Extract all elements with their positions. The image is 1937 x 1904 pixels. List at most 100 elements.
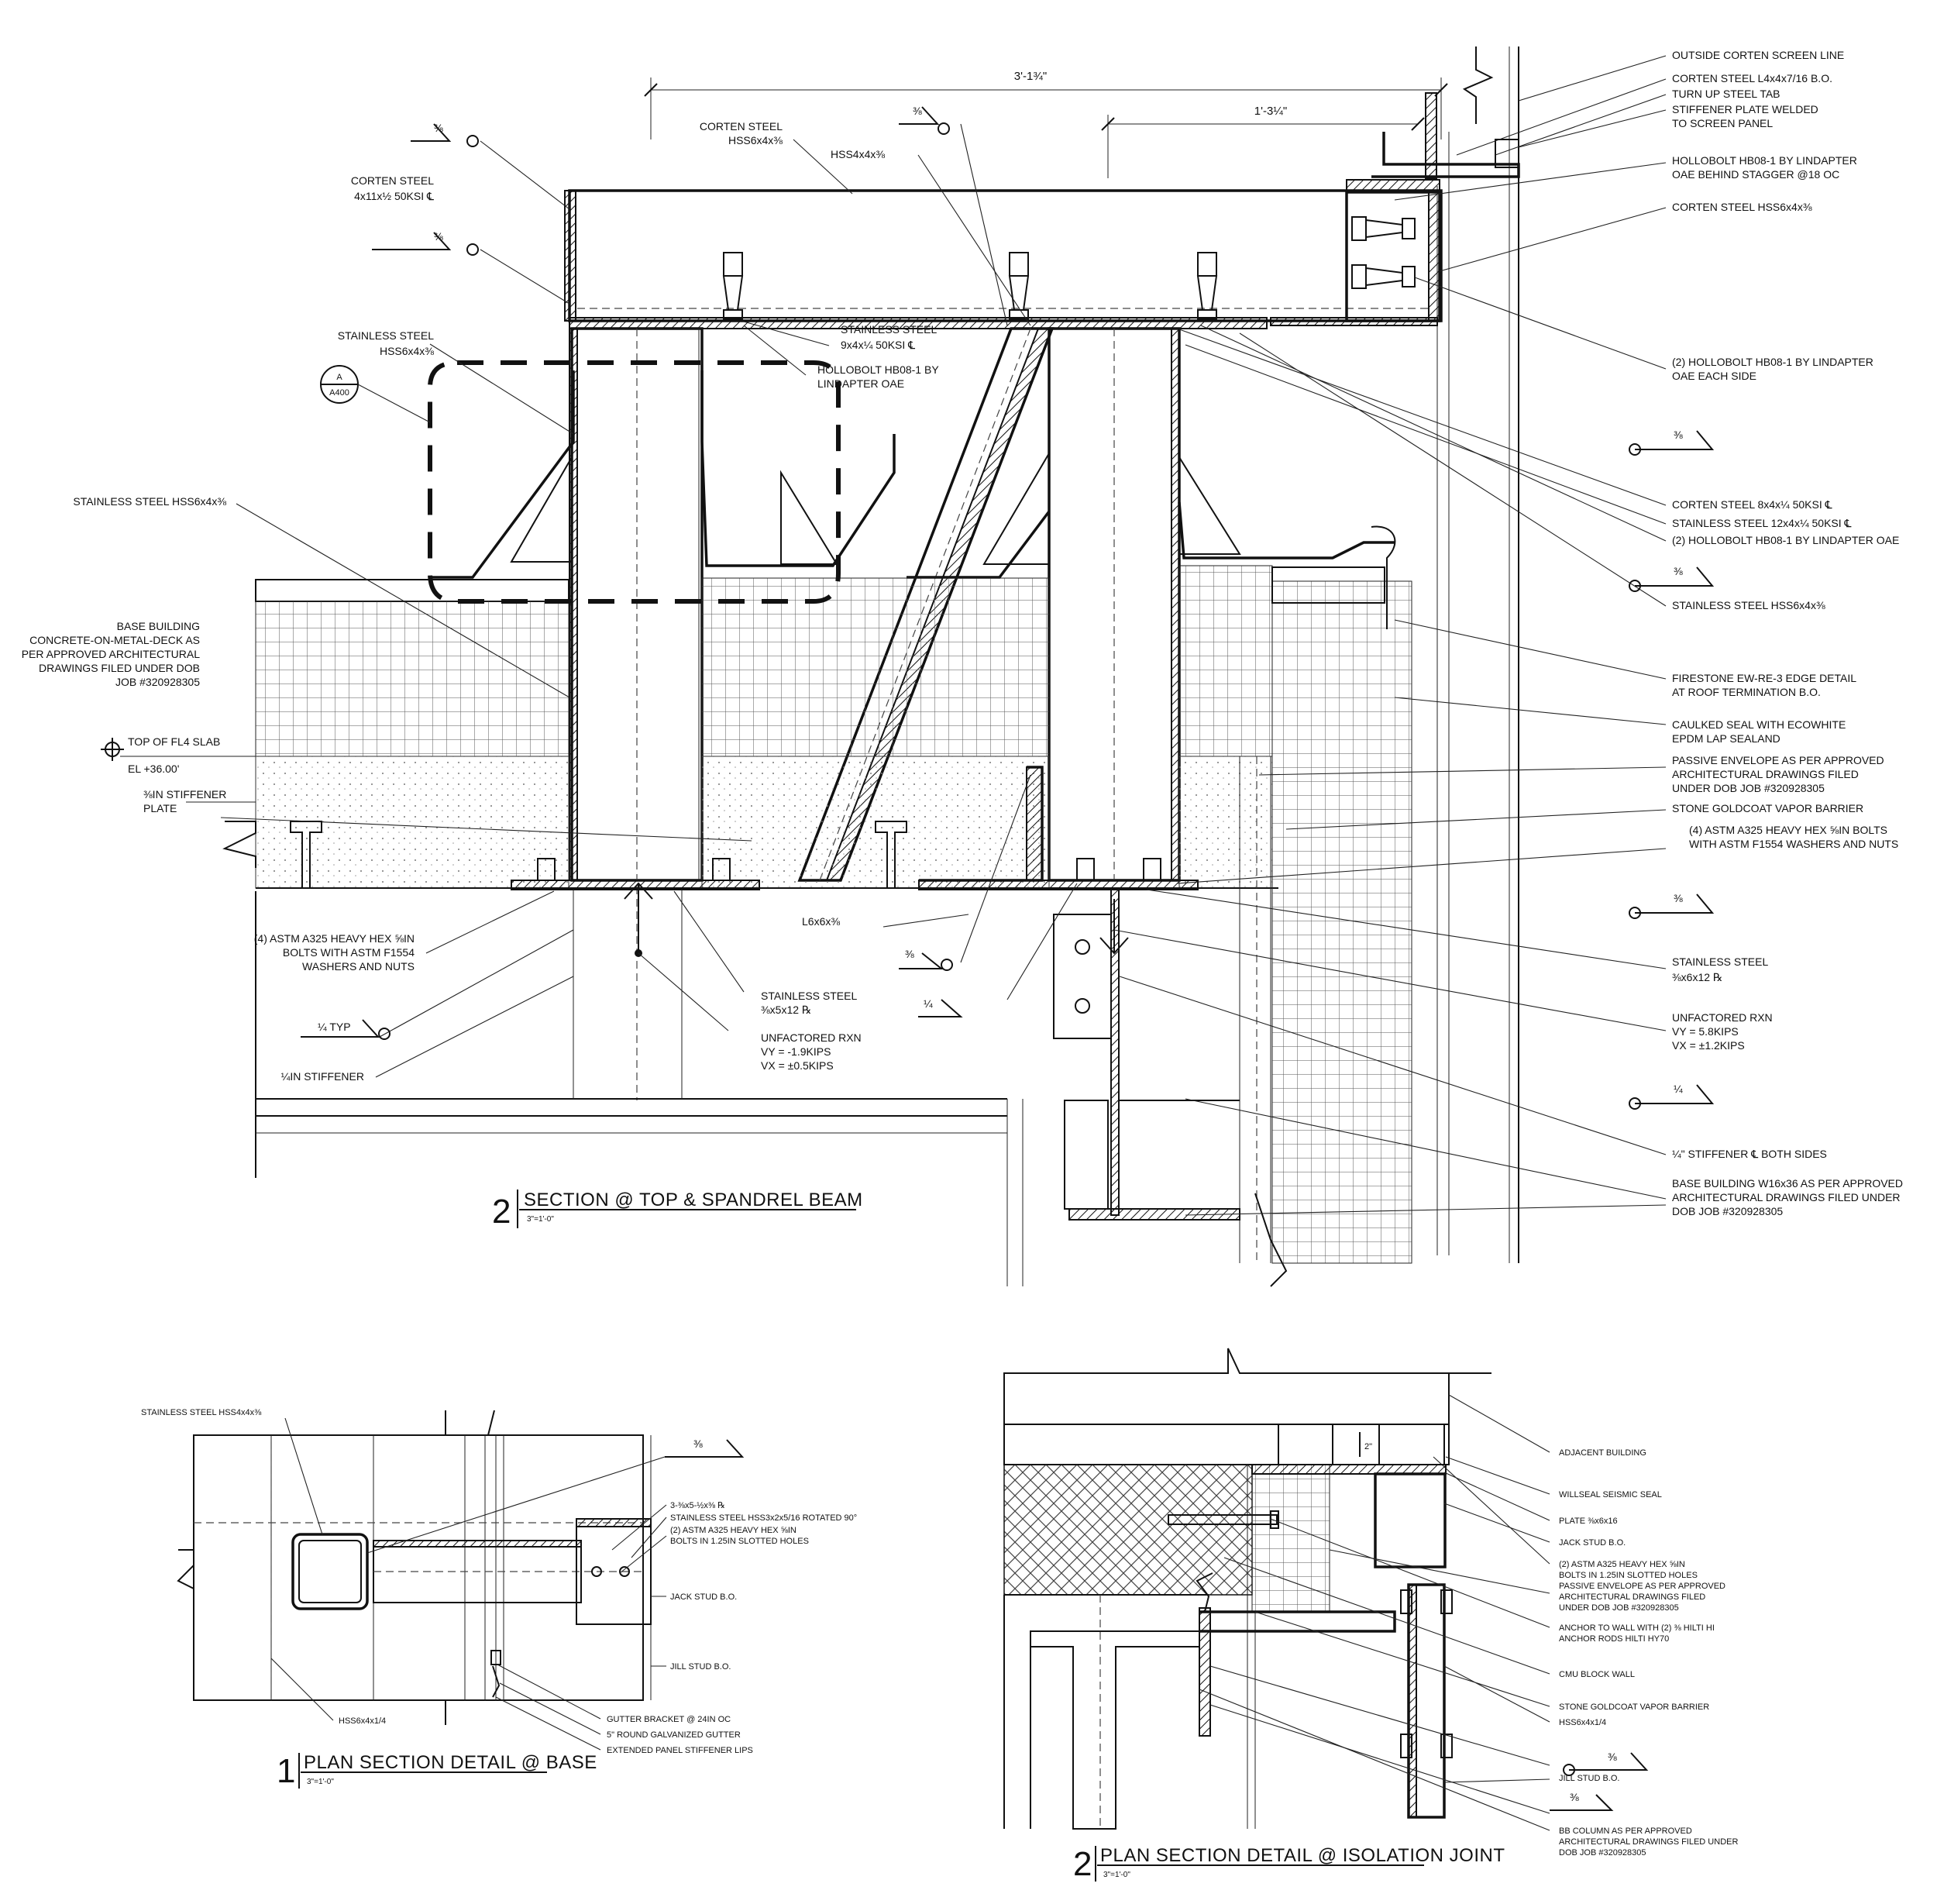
labels-base: STAINLESS STEEL HSS4x4x⅜ 3-⅜x5-½x⅜ ℞ STA…	[141, 1408, 857, 1755]
svg-text:BOLTS IN 1.25IN SLOTTED HOLES: BOLTS IN 1.25IN SLOTTED HOLES	[670, 1537, 809, 1546]
svg-text:PLATE ⅜x6x16: PLATE ⅜x6x16	[1559, 1517, 1618, 1526]
svg-text:BOLTS IN 1.25IN SLOTTED HOLES: BOLTS IN 1.25IN SLOTTED HOLES	[1559, 1571, 1698, 1580]
svg-text:5" ROUND GALVANIZED GUTTER: 5" ROUND GALVANIZED GUTTER	[607, 1730, 741, 1740]
passive-envelope	[1271, 580, 1412, 1264]
svg-text:JACK STUD B.O.: JACK STUD B.O.	[1559, 1538, 1626, 1548]
svg-text:BASE BUILDING W16x36 AS PER AP: BASE BUILDING W16x36 AS PER APPROVED	[1672, 1177, 1903, 1190]
weld-symbol: ⅜	[693, 1437, 703, 1450]
svg-text:TO SCREEN PANEL: TO SCREEN PANEL	[1672, 117, 1773, 129]
gusset-left	[510, 454, 573, 563]
svg-text:HOLLOBOLT HB08-1 BY LINDAPTER: HOLLOBOLT HB08-1 BY LINDAPTER	[1672, 154, 1857, 167]
panel-profile-right	[907, 501, 1395, 579]
level-name: TOP OF FL4 SLAB	[128, 735, 220, 748]
svg-text:(4) ASTM A325 HEAVY HEX ⅝IN BO: (4) ASTM A325 HEAVY HEX ⅝IN BOLTS	[1689, 824, 1887, 836]
firestone-edge	[1371, 525, 1396, 629]
level-marker: TOP OF FL4 SLAB EL +36.00'	[101, 735, 256, 775]
svg-text:STAINLESS STEEL: STAINLESS STEEL	[841, 323, 937, 336]
svg-text:UNDER DOB JOB #320928305: UNDER DOB JOB #320928305	[1672, 782, 1825, 794]
svg-text:PASSIVE ENVELOPE AS PER APPROV: PASSIVE ENVELOPE AS PER APPROVED	[1559, 1582, 1725, 1591]
svg-text:⅜IN STIFFENER: ⅜IN STIFFENER	[143, 788, 226, 801]
weld-symbol: ⅜	[434, 122, 443, 134]
svg-text:⅜x6x12 ℞: ⅜x6x12 ℞	[1672, 971, 1722, 983]
svg-text:(4) ASTM A325 HEAVY HEX ⅝IN: (4) ASTM A325 HEAVY HEX ⅝IN	[254, 932, 415, 945]
svg-text:CAULKED SEAL WITH ECOWHITE: CAULKED SEAL WITH ECOWHITE	[1672, 718, 1846, 731]
svg-text:VX = ±1.2KIPS: VX = ±1.2KIPS	[1672, 1039, 1745, 1052]
weld-symbol: ⅜	[1674, 892, 1683, 904]
weld-symbol: ¼ TYP	[318, 1021, 351, 1033]
svg-text:¼IN STIFFENER: ¼IN STIFFENER	[281, 1070, 364, 1083]
title-section-top: 2 SECTION @ TOP & SPANDREL BEAM 3"=1'-0"	[492, 1190, 862, 1231]
svg-text:STAINLESS STEEL: STAINLESS STEEL	[338, 329, 434, 342]
detail-callout-boundary[interactable]	[428, 360, 841, 604]
dimension-overall: 3'-1¾"	[644, 70, 1448, 139]
svg-text:CORTEN STEEL L4x4x7/16 B.O.: CORTEN STEEL L4x4x7/16 B.O.	[1672, 72, 1832, 84]
section-tag[interactable]: A A400	[320, 365, 431, 423]
svg-text:CORTEN STEEL 8x4x¼ 50KSI ℄: CORTEN STEEL 8x4x¼ 50KSI ℄	[1672, 498, 1832, 511]
leader-lines-base	[270, 1417, 667, 1751]
bb-column	[1030, 1630, 1200, 1830]
svg-text:VY = 5.8KIPS: VY = 5.8KIPS	[1672, 1025, 1739, 1038]
title-plan-joint: 2 PLAN SECTION DETAIL @ ISOLATION JOINT …	[1073, 1845, 1505, 1883]
svg-text:3"=1'-0": 3"=1'-0"	[1103, 1871, 1130, 1879]
cmu-block-wall	[1003, 1464, 1253, 1596]
svg-text:JACK STUD B.O.: JACK STUD B.O.	[670, 1592, 737, 1602]
insulation-left	[255, 601, 569, 757]
svg-text:OAE EACH SIDE: OAE EACH SIDE	[1672, 370, 1756, 382]
hollobolt-right	[1351, 139, 1519, 289]
svg-text:2: 2	[492, 1193, 511, 1231]
svg-text:PLAN SECTION DETAIL @ BASE: PLAN SECTION DETAIL @ BASE	[304, 1752, 597, 1773]
svg-text:⅜x5x12 ℞: ⅜x5x12 ℞	[761, 1004, 811, 1016]
svg-text:STAINLESS STEEL 12x4x¼ 50KSI ℄: STAINLESS STEEL 12x4x¼ 50KSI ℄	[1672, 517, 1852, 529]
svg-text:PASSIVE ENVELOPE AS PER APPROV: PASSIVE ENVELOPE AS PER APPROVED	[1672, 754, 1884, 766]
svg-text:BASE BUILDING: BASE BUILDING	[117, 620, 200, 632]
svg-text:EPDM LAP SEALAND: EPDM LAP SEALAND	[1672, 732, 1780, 745]
break-line-left	[222, 821, 256, 868]
svg-text:(2) HOLLOBOLT HB08-1 BY LINDAP: (2) HOLLOBOLT HB08-1 BY LINDAPTER OAE	[1672, 534, 1899, 546]
dimension-partial: 1'-3¼"	[1101, 105, 1425, 178]
weld-symbol: ⅜	[913, 105, 922, 117]
svg-text:STAINLESS STEEL HSS3x2x5/16 RO: STAINLESS STEEL HSS3x2x5/16 ROTATED 90°	[670, 1513, 857, 1523]
svg-text:AT ROOF TERMINATION B.O.: AT ROOF TERMINATION B.O.	[1672, 686, 1821, 698]
break-line	[177, 1549, 194, 1589]
svg-text:CORTEN STEEL: CORTEN STEEL	[351, 174, 434, 187]
dim-overall-text: 3'-1¾"	[1014, 70, 1047, 83]
svg-text:DRAWINGS FILED UNDER DOB: DRAWINGS FILED UNDER DOB	[39, 662, 200, 674]
plan-section-base: ⅜ STAINLESS STEEL HSS4x4x⅜ 3-⅜x5-½x⅜ ℞ S…	[141, 1408, 857, 1790]
svg-text:3-⅜x5-½x⅜ ℞: 3-⅜x5-½x⅜ ℞	[670, 1501, 725, 1510]
svg-text:STAINLESS STEEL: STAINLESS STEEL	[1672, 955, 1768, 968]
willseal-seal	[1278, 1424, 1333, 1465]
svg-text:4x11x½ 50KSI ℄: 4x11x½ 50KSI ℄	[354, 190, 434, 202]
level-elev: EL +36.00'	[128, 763, 179, 775]
svg-text:LINDAPTER OAE: LINDAPTER OAE	[817, 377, 904, 390]
hollobolts-top	[722, 252, 1218, 320]
section-tag-sheet: A400	[329, 388, 349, 398]
svg-text:OAE BEHIND STAGGER @18 OC: OAE BEHIND STAGGER @18 OC	[1672, 168, 1839, 181]
weld-symbol: ⅜	[1608, 1751, 1617, 1763]
labels-right: OUTSIDE CORTEN SCREEN LINE CORTEN STEEL …	[1672, 49, 1903, 1217]
svg-text:JILL STUD B.O.: JILL STUD B.O.	[670, 1662, 731, 1672]
svg-text:PLATE: PLATE	[143, 802, 177, 814]
svg-text:PLAN SECTION DETAIL @ ISOLATIO: PLAN SECTION DETAIL @ ISOLATION JOINT	[1100, 1845, 1505, 1866]
svg-text:STAINLESS STEEL HSS4x4x⅜: STAINLESS STEEL HSS4x4x⅜	[141, 1408, 262, 1417]
svg-text:JOB #320928305: JOB #320928305	[115, 676, 200, 688]
break-line	[1462, 46, 1494, 124]
hss4x4-square	[291, 1533, 369, 1610]
svg-text:HSS6x4x1/4: HSS6x4x1/4	[1559, 1718, 1606, 1727]
weld-symbol: ¼	[924, 997, 933, 1010]
svg-text:STAINLESS STEEL HSS6x4x⅜: STAINLESS STEEL HSS6x4x⅜	[73, 495, 226, 508]
svg-text:1: 1	[277, 1752, 295, 1790]
leader-lines-right	[1113, 55, 1667, 1216]
leader-lines-joint	[1199, 1394, 1550, 1831]
svg-text:UNFACTORED RXN: UNFACTORED RXN	[761, 1031, 862, 1044]
title-plan-base: 1 PLAN SECTION DETAIL @ BASE 3"=1'-0"	[277, 1752, 597, 1790]
leader-lines-top	[186, 123, 1078, 1078]
stainless-plate-5x12	[511, 880, 760, 890]
svg-text:WITH ASTM F1554 WASHERS AND NU: WITH ASTM F1554 WASHERS AND NUTS	[1689, 838, 1898, 850]
panel-profile-left	[430, 370, 896, 579]
svg-text:ANCHOR RODS HILTI HY70: ANCHOR RODS HILTI HY70	[1559, 1634, 1669, 1644]
svg-text:WASHERS AND NUTS: WASHERS AND NUTS	[302, 960, 415, 973]
weld-symbol: ⅜	[1674, 429, 1683, 441]
weld-symbol: ⅜	[1570, 1791, 1579, 1803]
svg-text:BOLTS WITH ASTM F1554: BOLTS WITH ASTM F1554	[283, 946, 415, 959]
svg-text:2: 2	[1073, 1845, 1092, 1883]
